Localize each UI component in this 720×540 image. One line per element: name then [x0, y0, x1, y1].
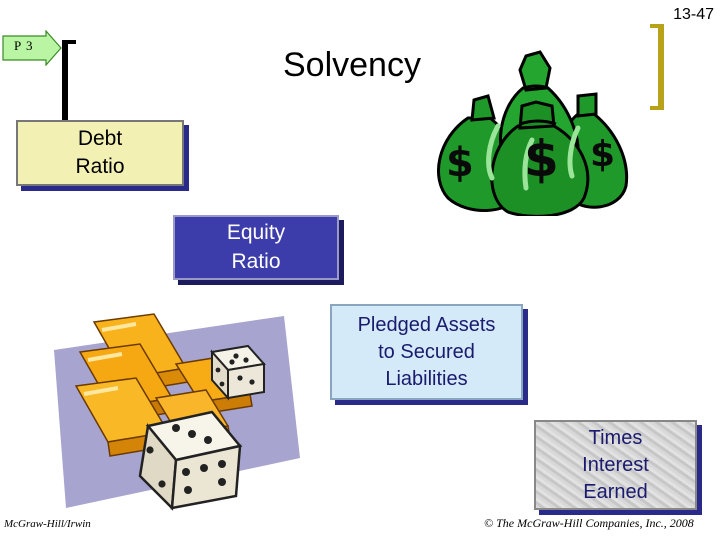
- p3-arrow-tag-icon: [2, 30, 62, 66]
- times-interest-earned-box: Times Interest Earned: [534, 420, 697, 510]
- money-bag-symbol: $: [446, 140, 474, 186]
- footer-copyright: © The McGraw-Hill Companies, Inc., 2008: [484, 516, 694, 530]
- debt-ratio-line1: Debt: [77, 126, 123, 150]
- slide-number: 13-47: [673, 6, 714, 23]
- gold-bars-dice-icon: [54, 313, 300, 511]
- times-line3: Earned: [583, 480, 648, 503]
- times-line1: Times: [588, 426, 643, 449]
- debt-ratio-line2: Ratio: [75, 155, 125, 178]
- left-bracket-decoration: [62, 40, 76, 126]
- money-bag-symbol: $: [590, 134, 615, 175]
- equity-ratio-line2: Ratio: [231, 249, 281, 273]
- right-bracket-decoration: [650, 24, 664, 110]
- money-bag-symbol: $: [524, 130, 559, 188]
- pledged-assets-box: Pledged Assets to Secured Liabilities: [330, 304, 523, 400]
- pledged-line1: Pledged Assets: [357, 313, 496, 336]
- pledged-line3: Liabilities: [385, 367, 468, 390]
- footer-publisher: McGraw-Hill/Irwin: [4, 518, 91, 530]
- p3-tag-label: P 3: [14, 38, 34, 53]
- debt-ratio-box: Debt Ratio: [16, 120, 184, 186]
- equity-ratio-line1: Equity: [226, 221, 286, 245]
- pledged-line2: to Secured: [378, 340, 475, 363]
- equity-ratio-box: Equity Ratio: [173, 215, 339, 280]
- money-bags-icon: $ $ $: [436, 50, 629, 216]
- slide-title: Solvency: [283, 46, 421, 84]
- times-line2: Interest: [582, 453, 649, 476]
